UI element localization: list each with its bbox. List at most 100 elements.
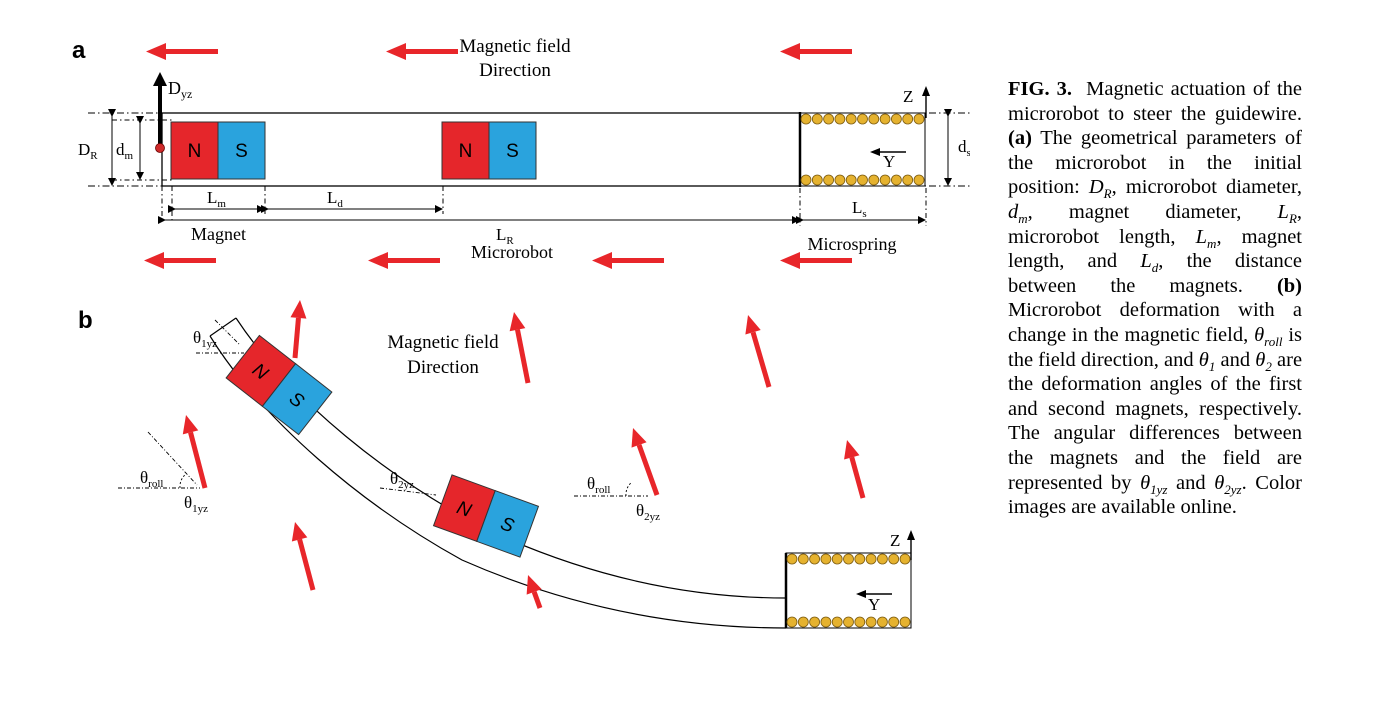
magnet-label: Magnet bbox=[191, 224, 246, 244]
coil-turn bbox=[809, 616, 820, 628]
coil-turn bbox=[877, 616, 888, 628]
field-arrow bbox=[144, 252, 216, 269]
field-arrow-head bbox=[291, 522, 308, 542]
field-arrow-head bbox=[526, 575, 542, 595]
theta-2yz-right: θ2yz bbox=[636, 501, 660, 523]
coil-turn bbox=[857, 174, 868, 186]
coil-turn bbox=[800, 174, 812, 186]
coil-turn bbox=[879, 174, 891, 186]
magnet-b-2: N S bbox=[432, 474, 540, 558]
coil-turn bbox=[811, 113, 823, 125]
bent-body-bottom-edge bbox=[209, 335, 787, 629]
field-label-b-1: Magnetic field bbox=[387, 332, 499, 353]
theta-roll-right: θroll bbox=[587, 474, 610, 496]
magnet-b-1: N S bbox=[225, 334, 333, 436]
theta-roll-left: θroll bbox=[140, 468, 163, 490]
field-arrow-head bbox=[631, 428, 647, 448]
coil-turn bbox=[877, 553, 888, 565]
ld-label: Ld bbox=[327, 188, 343, 210]
coil-turn bbox=[843, 616, 854, 628]
coil-turn bbox=[913, 113, 925, 125]
ds-label: ds bbox=[958, 137, 970, 159]
coil-turn bbox=[888, 616, 900, 628]
coil-turn bbox=[865, 553, 877, 565]
coil-turn bbox=[879, 113, 891, 125]
dr-label: DR bbox=[78, 140, 98, 162]
field-label-b-2: Direction bbox=[407, 357, 479, 378]
lm-label: Lm bbox=[207, 188, 226, 210]
coil-turn bbox=[786, 553, 798, 565]
lr-label: LR bbox=[496, 225, 514, 247]
coil-turn bbox=[820, 616, 832, 628]
microspring-label: Microspring bbox=[808, 234, 897, 254]
field-arrow bbox=[780, 43, 852, 60]
theta-1yz-top: θ1yz bbox=[193, 328, 217, 350]
magnet-south: S bbox=[506, 141, 519, 162]
coil-turn bbox=[902, 113, 914, 125]
microspring-a bbox=[798, 112, 926, 187]
field-arrow bbox=[592, 252, 664, 269]
coil-turn bbox=[823, 113, 834, 125]
field-arrow-shaft bbox=[636, 444, 660, 496]
coil-turn bbox=[834, 174, 846, 186]
coil-turn bbox=[797, 553, 809, 565]
field-label-a-2: Direction bbox=[479, 60, 551, 81]
figure-svg: a Magnetic field Direction bbox=[72, 36, 970, 629]
coil-turn bbox=[845, 174, 857, 186]
coil-turn bbox=[820, 553, 832, 565]
coil-turn bbox=[845, 113, 857, 125]
field-arrow-shaft bbox=[515, 329, 531, 384]
coil-turn bbox=[854, 553, 866, 565]
field-arrow-shaft bbox=[750, 331, 772, 388]
field-arrow bbox=[368, 252, 440, 269]
figure-number: FIG. 3. bbox=[1008, 78, 1073, 100]
field-arrow bbox=[146, 43, 218, 60]
coil-turn bbox=[891, 174, 902, 186]
magnet-2: N S bbox=[441, 121, 537, 180]
figure-3: a Magnetic field Direction bbox=[72, 36, 970, 629]
y-axis-b: Y bbox=[868, 595, 880, 614]
coil-turn bbox=[865, 616, 877, 628]
figure-caption: FIG. 3. Magnetic actuation of the micror… bbox=[1008, 78, 1303, 519]
y-axis-a: Y bbox=[883, 152, 895, 171]
field-arrows-a bbox=[144, 43, 852, 269]
coil-turn bbox=[888, 553, 900, 565]
coil-turn bbox=[797, 616, 809, 628]
field-arrow-shaft bbox=[297, 538, 316, 591]
coil-turn bbox=[857, 113, 868, 125]
field-arrow-head bbox=[182, 415, 199, 435]
coil-turn bbox=[823, 174, 834, 186]
theta-2yz-left: θ2yz bbox=[390, 469, 414, 491]
field-arrow-head bbox=[509, 312, 526, 332]
angle-annotations bbox=[118, 319, 648, 497]
coil-turn bbox=[854, 616, 866, 628]
field-arrows-b bbox=[182, 300, 866, 609]
coil-turn bbox=[868, 113, 880, 125]
coil-turn bbox=[868, 174, 880, 186]
ls-label: Ls bbox=[852, 198, 867, 220]
coil-turn bbox=[834, 113, 846, 125]
field-arrow-shaft bbox=[849, 456, 866, 499]
coil-turn bbox=[786, 616, 798, 628]
coil-turn bbox=[913, 174, 925, 186]
coil-turn bbox=[800, 113, 812, 125]
theta-1yz-bottom: θ1yz bbox=[184, 493, 208, 515]
magnet-north: N bbox=[188, 141, 202, 162]
magnet-south: S bbox=[235, 141, 248, 162]
coil-turn bbox=[891, 113, 902, 125]
coil-turn bbox=[899, 616, 911, 628]
magnet-1: N S bbox=[170, 121, 266, 180]
dyz-label: Dyz bbox=[168, 78, 192, 101]
dm-label: dm bbox=[116, 140, 134, 162]
bent-body-top-edge bbox=[235, 317, 787, 599]
panel-b-label: b bbox=[78, 307, 93, 334]
z-axis-a: Z bbox=[903, 87, 913, 106]
coil-turn bbox=[843, 553, 854, 565]
pivot-dot bbox=[155, 143, 165, 153]
coil-turn bbox=[831, 553, 843, 565]
field-arrow-shaft bbox=[292, 317, 301, 359]
field-arrow-head bbox=[290, 300, 307, 319]
field-arrow-shaft bbox=[531, 591, 543, 609]
field-label-a-1: Magnetic field bbox=[459, 36, 571, 57]
z-axis-b: Z bbox=[890, 531, 900, 550]
